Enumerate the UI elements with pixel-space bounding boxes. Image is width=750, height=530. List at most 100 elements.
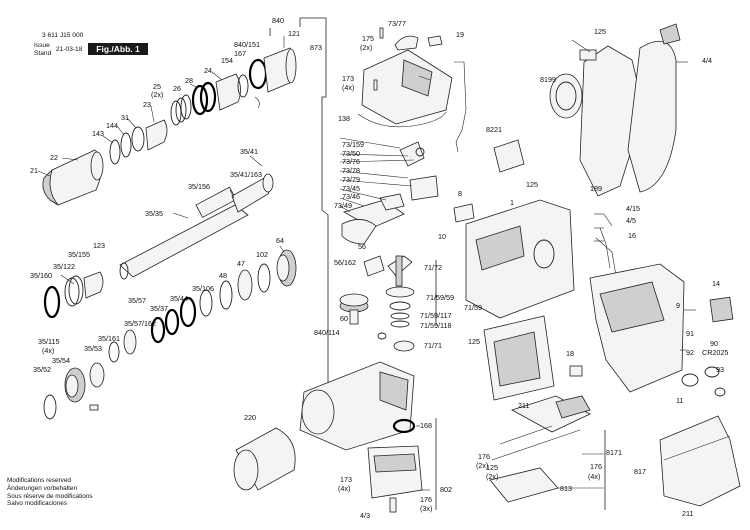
part-label: 211 bbox=[682, 509, 694, 518]
part-label: 71/71 bbox=[424, 341, 442, 350]
part-label: 48 bbox=[219, 271, 227, 280]
part-label: 813 bbox=[560, 484, 572, 493]
doc-number: 3 611 J15 000 bbox=[42, 32, 84, 39]
part-label: 4/5 bbox=[626, 216, 636, 225]
part-label: 125 bbox=[486, 463, 498, 472]
motor-housing bbox=[233, 361, 423, 513]
part-label: 154 bbox=[221, 56, 233, 65]
electronics-housing bbox=[483, 263, 734, 401]
part-label: 24 bbox=[204, 66, 212, 75]
spindle-assembly bbox=[43, 173, 297, 420]
part-label: 9 bbox=[676, 301, 680, 310]
part-label: 73/50 bbox=[342, 149, 360, 158]
leader-lines bbox=[37, 36, 696, 491]
part-label: 167 bbox=[234, 49, 246, 58]
part-label: 125 bbox=[526, 180, 538, 189]
part-label: 60 bbox=[340, 314, 348, 323]
part-label: 73/45 bbox=[342, 184, 360, 193]
stand-label: Stand bbox=[34, 50, 52, 57]
part-label: 123 bbox=[93, 241, 105, 250]
part-label: 189 bbox=[590, 184, 602, 193]
part-label: 26 bbox=[173, 84, 181, 93]
part-label: 93 bbox=[716, 365, 724, 374]
part-label: 35/155 bbox=[68, 250, 90, 259]
part-label: 71/59/117 bbox=[420, 311, 452, 320]
part-label: CR2025 bbox=[702, 348, 729, 357]
part-label: 144 bbox=[106, 121, 118, 130]
part-label: 16 bbox=[628, 231, 636, 240]
part-label: 802 bbox=[440, 485, 452, 494]
part-label: 102 bbox=[256, 250, 268, 259]
part-label: 90 bbox=[710, 339, 718, 348]
part-label: 817 bbox=[634, 467, 646, 476]
part-label: 1 bbox=[510, 198, 514, 207]
part-label: 47 bbox=[237, 259, 245, 268]
section-separators bbox=[269, 17, 606, 510]
part-label: 8171 bbox=[606, 448, 622, 457]
part-label: 35/156 bbox=[188, 182, 210, 191]
part-label: 8199 bbox=[540, 75, 556, 84]
bottom-parts bbox=[489, 395, 741, 507]
part-label: 56/162 bbox=[334, 258, 356, 267]
part-label: 840/114 bbox=[314, 328, 340, 337]
part-label: 4/4 bbox=[702, 56, 712, 65]
part-label: (2x) bbox=[476, 461, 489, 470]
note-line: Änderungen vorbehalten bbox=[7, 484, 77, 492]
part-label: 23 bbox=[143, 100, 151, 109]
part-label: (3x) bbox=[420, 504, 433, 513]
figure-label: Fig./Abb. 1 bbox=[88, 43, 148, 55]
part-label: 71/72 bbox=[424, 263, 442, 272]
part-label: 125 bbox=[594, 27, 606, 36]
part-label: (2x) bbox=[360, 43, 373, 52]
part-label: 71/59/59 bbox=[426, 293, 454, 302]
part-label: 73/49 bbox=[334, 201, 352, 210]
part-label: 35/54 bbox=[52, 356, 70, 365]
part-label: 73/76 bbox=[342, 157, 360, 166]
part-label: (2x) bbox=[486, 472, 499, 481]
part-label: 71/59/118 bbox=[420, 321, 452, 330]
part-label: 56 bbox=[358, 242, 366, 251]
part-label: 173 bbox=[342, 74, 354, 83]
part-label: 4/3 bbox=[360, 511, 370, 520]
part-label: 31 bbox=[121, 113, 129, 122]
note-line: Modifications reserved bbox=[7, 477, 71, 484]
part-label: 840/151 bbox=[234, 40, 260, 49]
part-label: 73/78 bbox=[342, 166, 360, 175]
part-label: 8 bbox=[458, 189, 462, 198]
part-label: 143 bbox=[92, 129, 104, 138]
part-label: 35/52 bbox=[33, 365, 51, 374]
note-line: Salvo modificaciones bbox=[7, 500, 68, 508]
part-label: 35/41/163 bbox=[230, 170, 262, 179]
part-label: 73/79 bbox=[342, 175, 360, 184]
part-label: 73/159 bbox=[342, 140, 364, 149]
part-label: 35/161 bbox=[98, 334, 120, 343]
part-label: 138 bbox=[338, 114, 350, 123]
part-label: 168 bbox=[420, 421, 432, 430]
cables-and-switch bbox=[595, 213, 617, 277]
part-label: 125 bbox=[468, 337, 480, 346]
part-label: 11 bbox=[676, 396, 684, 405]
part-label: 35/41 bbox=[240, 147, 258, 156]
part-label: 64 bbox=[276, 236, 284, 245]
part-label: 35/122 bbox=[53, 262, 75, 271]
part-label: 21 bbox=[30, 166, 38, 175]
part-label: 92 bbox=[686, 348, 694, 357]
part-label: 840 bbox=[272, 16, 284, 25]
part-label: (4x) bbox=[338, 484, 351, 493]
gear-assembly bbox=[339, 219, 415, 352]
part-label: 19 bbox=[456, 30, 464, 39]
part-label: 35/160 bbox=[30, 271, 52, 280]
part-label: 121 bbox=[288, 29, 300, 38]
part-label: 176 bbox=[420, 495, 432, 504]
cover-assembly bbox=[342, 27, 467, 229]
gear-housing bbox=[465, 199, 575, 319]
part-label: 35/35 bbox=[145, 209, 163, 218]
part-label: 35/57/162 bbox=[124, 319, 156, 328]
part-label: 4/15 bbox=[626, 204, 640, 213]
part-label: 91 bbox=[686, 329, 694, 338]
part-label: 35/53 bbox=[84, 344, 102, 353]
modification-notes: Modifications reserved Änderungen vorbeh… bbox=[7, 477, 93, 508]
part-label: (4x) bbox=[42, 346, 55, 355]
part-label: 22 bbox=[50, 153, 58, 162]
part-label: 176 bbox=[590, 462, 602, 471]
